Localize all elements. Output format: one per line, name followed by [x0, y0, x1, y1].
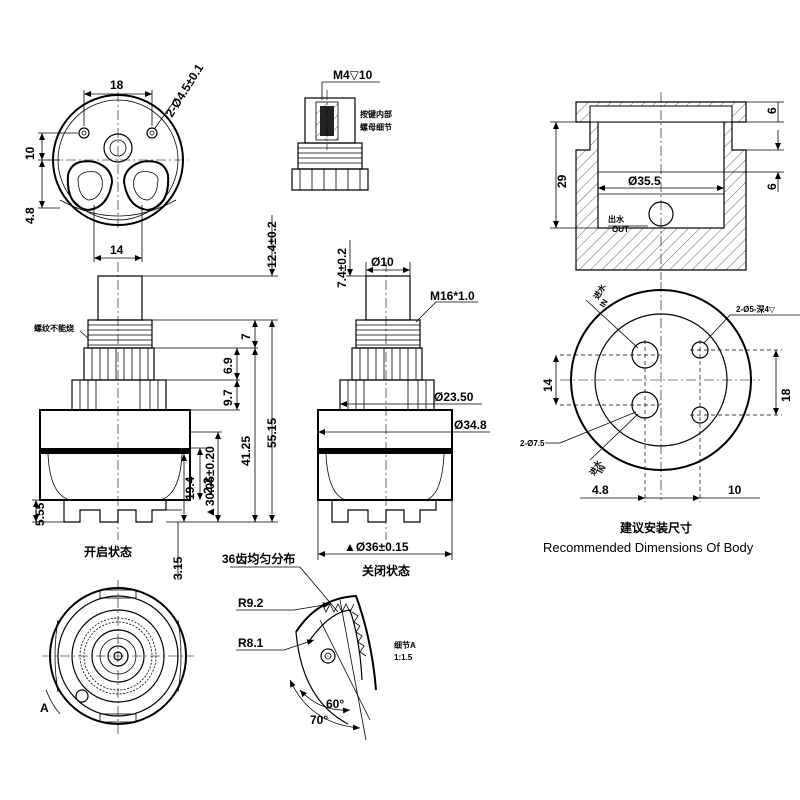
open-state-view: 螺纹不能烧 12.4±0.2 7 6.9 9.7 55.15 41.25 ▲30… — [32, 215, 279, 580]
dim-holes: 2-Ø4.5±0.1 — [163, 61, 207, 120]
dim-left-48: 4.8 — [23, 207, 37, 224]
thread-note-1: 按键内部 — [360, 109, 392, 119]
dim-6-mid: 6 — [765, 183, 779, 190]
caption-en: Recommended Dimensions Of Body — [543, 540, 754, 555]
dim-18: 18 — [779, 388, 793, 402]
detail-scale: 1:1.5 — [394, 653, 413, 662]
dim-4-8: 4.8 — [592, 483, 609, 497]
closed-state-view: Ø10 7.4±0.2 M16*1.0 Ø23.50 Ø34.8 ▲Ø36±0.… — [317, 240, 490, 578]
dim-19-4: 19.4 — [183, 476, 197, 500]
dim-41-25: 41.25 — [239, 436, 253, 466]
dim-bottom-14: 14 — [110, 243, 124, 257]
dim-m4: M4▽10 — [333, 68, 373, 82]
top-view: 18 2-Ø4.5±0.1 10 4.8 14 — [23, 61, 206, 262]
bottom-view: A — [40, 580, 194, 735]
dim-phi35-5: Ø35.5 — [628, 174, 661, 188]
caption-cn: 建议安装尺寸 — [619, 520, 692, 535]
dim-30-05: ▲30.05±0.20 — [203, 446, 217, 518]
dim-r9-2: R9.2 — [238, 596, 264, 610]
in-top-en: IN — [598, 297, 610, 309]
dim-phi36: ▲Ø36±0.15 — [344, 540, 409, 554]
dim-stem-height: 12.4±0.2 — [265, 221, 279, 268]
dim-60: 60° — [326, 697, 344, 711]
body-section-view: Ø35.5 出水 OUT 6 6 29 — [550, 92, 784, 280]
dim-7-4: 7.4±0.2 — [335, 248, 349, 288]
dim-14: 14 — [541, 378, 555, 392]
out-label-cn: 出水 — [608, 214, 625, 224]
in-top-cn: 进水 — [591, 281, 608, 301]
dim-phi10: Ø10 — [371, 255, 394, 269]
dim-left-10: 10 — [23, 146, 37, 160]
open-state-label: 开启状态 — [84, 544, 132, 559]
dim-9-7: 9.7 — [221, 389, 235, 406]
detail-a-marker: A — [40, 701, 49, 715]
dim-10: 10 — [728, 483, 742, 497]
dim-5-55: 5.55 — [33, 502, 47, 526]
dim-29: 29 — [555, 174, 569, 188]
detail-label: 细节A — [394, 640, 416, 650]
out-label-en: OUT — [612, 225, 629, 234]
dim-r8-1: R8.1 — [238, 636, 264, 650]
dim-2-2: 2.2 — [201, 477, 215, 494]
thread-note: 螺纹不能烧 — [34, 323, 74, 333]
detail-a-view: 36齿均匀分布 R9.2 R8.1 60° 70° 细节A 1:1.5 — [222, 551, 416, 741]
dim-7: 7 — [239, 333, 253, 340]
dim-phi23-50: Ø23.50 — [434, 390, 474, 404]
thread-detail: M4▽10 按键内部 螺母细节 — [291, 68, 392, 191]
in-bottom-en: IN — [596, 463, 608, 475]
dim-70: 70° — [310, 713, 328, 727]
thread-note-2: 螺母细节 — [360, 122, 392, 132]
dim-6-top: 6 — [765, 107, 779, 114]
dim-phi34-8: Ø34.8 — [454, 418, 487, 432]
dim-m16: M16*1.0 — [430, 289, 475, 303]
dim-6-9: 6.9 — [221, 357, 235, 374]
dim-holes-5: 2-Ø5-深4▽ — [736, 304, 776, 314]
dim-55-15: 55.15 — [265, 418, 279, 448]
dim-top-18: 18 — [110, 78, 124, 92]
port-right — [122, 160, 170, 212]
closed-state-label: 关闭状态 — [362, 563, 410, 578]
teeth-note: 36齿均匀分布 — [222, 551, 295, 566]
mount-hole-left — [78, 127, 90, 139]
mount-hole-right — [146, 127, 158, 139]
body-plan-view: 进水 IN 进水 IN 2-Ø5-深4▽ 2-Ø7.5 14 18 4.8 10… — [520, 281, 800, 555]
dim-phi7-5: 2-Ø7.5 — [520, 439, 545, 448]
port-left — [66, 160, 114, 212]
dim-3-15: 3.15 — [171, 556, 185, 580]
